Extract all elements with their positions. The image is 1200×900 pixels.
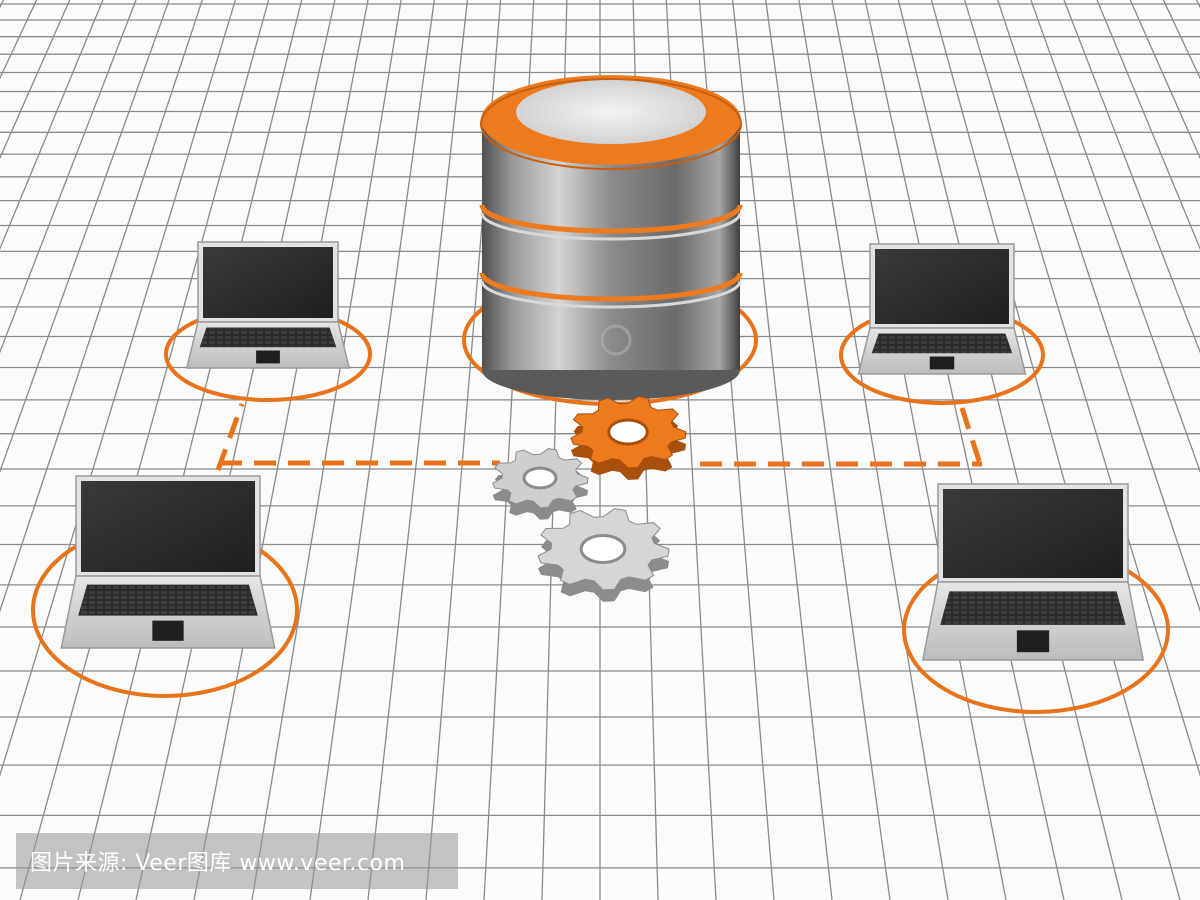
orange-gear-icon [570, 396, 687, 480]
network-connection-lines [215, 403, 985, 471]
keyboard [199, 327, 337, 348]
connection-line-right [700, 407, 985, 471]
touchpad [152, 620, 184, 641]
laptop-screen [943, 489, 1123, 578]
database-icon [479, 75, 743, 400]
laptops-group [31, 241, 1170, 714]
touchpad [929, 356, 955, 370]
gears-group [492, 396, 687, 602]
laptop-icon [31, 475, 299, 698]
laptop-screen [81, 481, 255, 572]
silver-gear-icon [537, 508, 670, 602]
laptop-icon [839, 243, 1045, 405]
touchpad [256, 350, 280, 364]
watermark: 图片来源: Veer图库 www.veer.com [16, 833, 458, 889]
laptop-screen [875, 249, 1009, 324]
keyboard [940, 591, 1126, 625]
silver-gear-icon [492, 448, 589, 520]
touchpad [1016, 630, 1050, 653]
watermark-text: 图片来源: Veer图库 www.veer.com [30, 851, 406, 876]
connection-line-left [215, 403, 500, 471]
keyboard [871, 333, 1013, 354]
laptop-screen [203, 247, 333, 318]
laptop-icon [902, 483, 1170, 714]
laptop-icon [164, 241, 372, 402]
keyboard [78, 584, 258, 616]
